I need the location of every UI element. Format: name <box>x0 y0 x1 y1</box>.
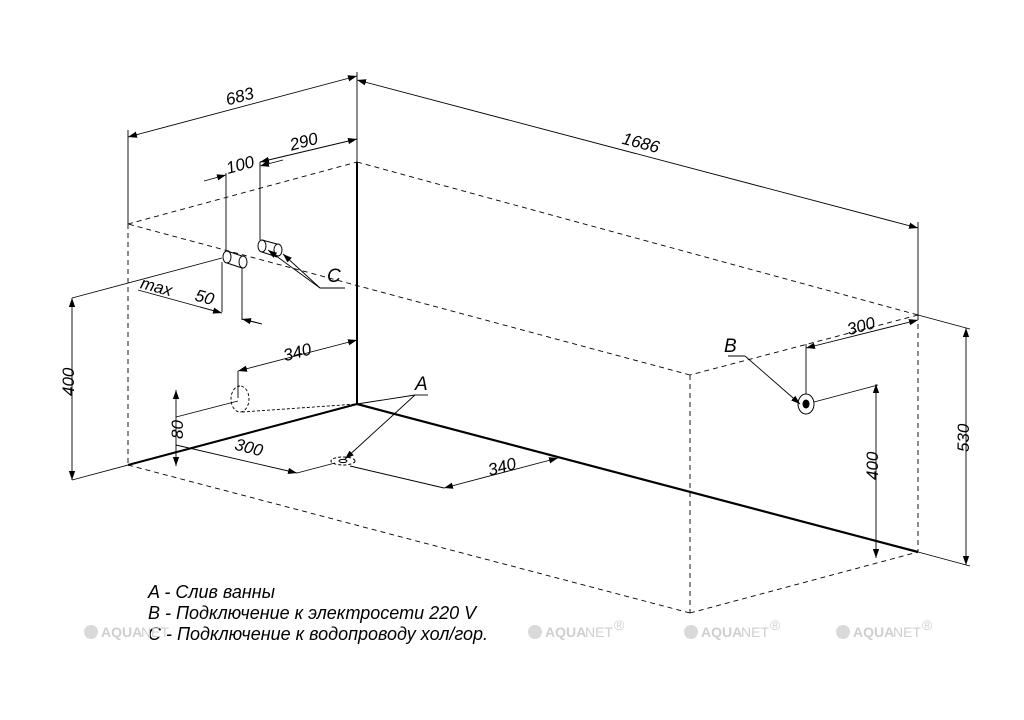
dimension-front-300 <box>175 444 336 475</box>
legend-line-a: A - Слив ванны <box>147 582 275 602</box>
watermark-brand-thin: NET <box>585 624 613 640</box>
watermark-brand-thin: NET <box>741 624 769 640</box>
dimension-right-400-label: 400 <box>863 451 882 480</box>
watermark-4: AQUA NET ® <box>836 617 933 640</box>
dimension-left-340 <box>237 339 358 398</box>
watermark-brand: AQUA <box>701 624 742 640</box>
dimension-right-400 <box>813 384 880 558</box>
watermark-brand: AQUA <box>545 624 586 640</box>
watermark-1: AQUA NET <box>84 624 169 640</box>
watermark-3: AQUA NET ® <box>684 617 781 640</box>
dimension-290-label: 290 <box>287 129 321 155</box>
leader-a <box>344 394 428 460</box>
watermark-reg: ® <box>614 617 625 633</box>
marker-a: A <box>414 374 428 395</box>
watermark-reg: ® <box>770 617 781 633</box>
dimension-front-340-label: 340 <box>486 454 519 480</box>
water-inlet-extensions <box>71 257 243 320</box>
watermark-logo-icon <box>84 625 98 639</box>
dimension-max-label: max <box>138 273 174 300</box>
dimension-left-400-label: 400 <box>59 367 78 396</box>
dimension-front-300-label: 300 <box>233 435 266 461</box>
watermark-logo-icon <box>684 625 698 639</box>
dimension-right-300-label: 300 <box>845 313 878 339</box>
watermark-brand: AQUA <box>853 624 894 640</box>
dimension-1686 <box>356 79 919 315</box>
watermark-logo-icon <box>836 625 850 639</box>
dimension-max-value: 50 <box>193 286 217 309</box>
dimension-left-400 <box>68 298 129 481</box>
watermark-brand: AQUA <box>101 624 142 640</box>
marker-b: B <box>724 336 737 357</box>
electrical-outlet <box>797 393 815 415</box>
bathtub-outline <box>127 161 919 614</box>
marker-c: C <box>327 266 341 287</box>
dimension-max50 <box>137 289 263 325</box>
dimension-290 <box>259 138 358 240</box>
leader-b <box>728 355 801 405</box>
legend-line-b: B - Подключение к электросети 220 V <box>148 603 478 623</box>
dimension-right-300 <box>805 319 919 394</box>
dimension-100 <box>203 159 284 254</box>
watermark-reg: ® <box>922 617 933 633</box>
watermark-brand-thin: NET <box>893 624 921 640</box>
drain-left-wall <box>175 385 358 418</box>
dimension-1686-label: 1686 <box>620 129 662 157</box>
drain-floor <box>330 456 356 466</box>
legend-line-c: C - Подключение к водопроводу хол/гор. <box>148 624 488 644</box>
dimension-683-label: 683 <box>224 84 257 110</box>
dimension-530-label: 530 <box>954 423 973 452</box>
dimension-80-label: 80 <box>168 420 187 439</box>
watermark-2: AQUA NET ® <box>528 617 625 640</box>
dimension-left-340-label: 340 <box>281 339 314 365</box>
dimension-100-label: 100 <box>224 152 257 178</box>
watermark-brand-thin: NET <box>141 624 169 640</box>
dimension-530 <box>917 314 971 567</box>
dimension-front-340 <box>349 457 559 489</box>
wall-corner <box>127 162 919 554</box>
leader-c <box>267 249 345 289</box>
watermark-logo-icon <box>528 625 542 639</box>
